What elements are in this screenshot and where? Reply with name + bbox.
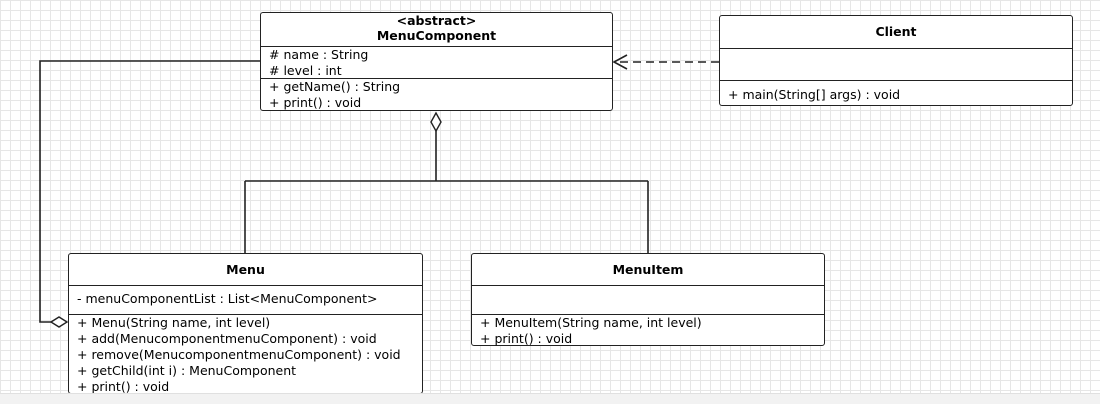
method: + Menu(String name, int level)	[77, 315, 271, 330]
class-header: Client	[720, 16, 1072, 48]
method: + print() : void	[480, 331, 573, 346]
class-stereotype: <abstract>	[396, 13, 477, 28]
method: + remove(MenucomponentmenuComponent) : v…	[77, 347, 401, 362]
class-header: Menu	[69, 254, 422, 285]
method: + add(MenucomponentmenuComponent) : void	[77, 331, 377, 346]
attributes-section	[472, 285, 824, 314]
methods-section: + getName() : String + print() : void	[261, 78, 612, 113]
aggregation-diamond-left	[49, 316, 69, 328]
class-name: Client	[875, 24, 917, 39]
dependency-arrowhead	[612, 54, 628, 70]
class-menuitem[interactable]: MenuItem + MenuItem(String name, int lev…	[471, 253, 825, 346]
class-name: MenuItem	[612, 262, 684, 277]
attributes-section	[720, 48, 1072, 80]
class-menucomponent[interactable]: <abstract> MenuComponent # name : String…	[260, 12, 613, 111]
methods-section: + MenuItem(String name, int level) + pri…	[472, 314, 824, 349]
menu-aggregation-line	[39, 60, 260, 323]
methods-section: + main(String[] args) : void	[720, 80, 1072, 105]
bottom-scrollbar-strip	[0, 393, 1100, 404]
class-menu[interactable]: Menu - menuComponentList : List<MenuComp…	[68, 253, 423, 394]
attribute: # level : int	[269, 63, 342, 78]
method: + print() : void	[77, 379, 170, 394]
class-header: MenuItem	[472, 254, 824, 285]
methods-section: + Menu(String name, int level) + add(Men…	[69, 314, 422, 397]
method: + getChild(int i) : MenuComponent	[77, 363, 297, 378]
class-client[interactable]: Client + main(String[] args) : void	[719, 15, 1073, 106]
aggregation-diamond-top	[430, 111, 442, 133]
class-name: MenuComponent	[376, 28, 497, 43]
class-header: <abstract> MenuComponent	[261, 13, 612, 46]
method: + print() : void	[269, 95, 362, 110]
attribute: - menuComponentList : List<MenuComponent…	[77, 291, 378, 306]
class-name: Menu	[226, 262, 265, 277]
method: + main(String[] args) : void	[728, 87, 901, 102]
method: + getName() : String	[269, 79, 401, 94]
attributes-section: - menuComponentList : List<MenuComponent…	[69, 285, 422, 314]
attributes-section: # name : String # level : int	[261, 46, 612, 78]
method: + MenuItem(String name, int level)	[480, 315, 702, 330]
attribute: # name : String	[269, 47, 369, 62]
